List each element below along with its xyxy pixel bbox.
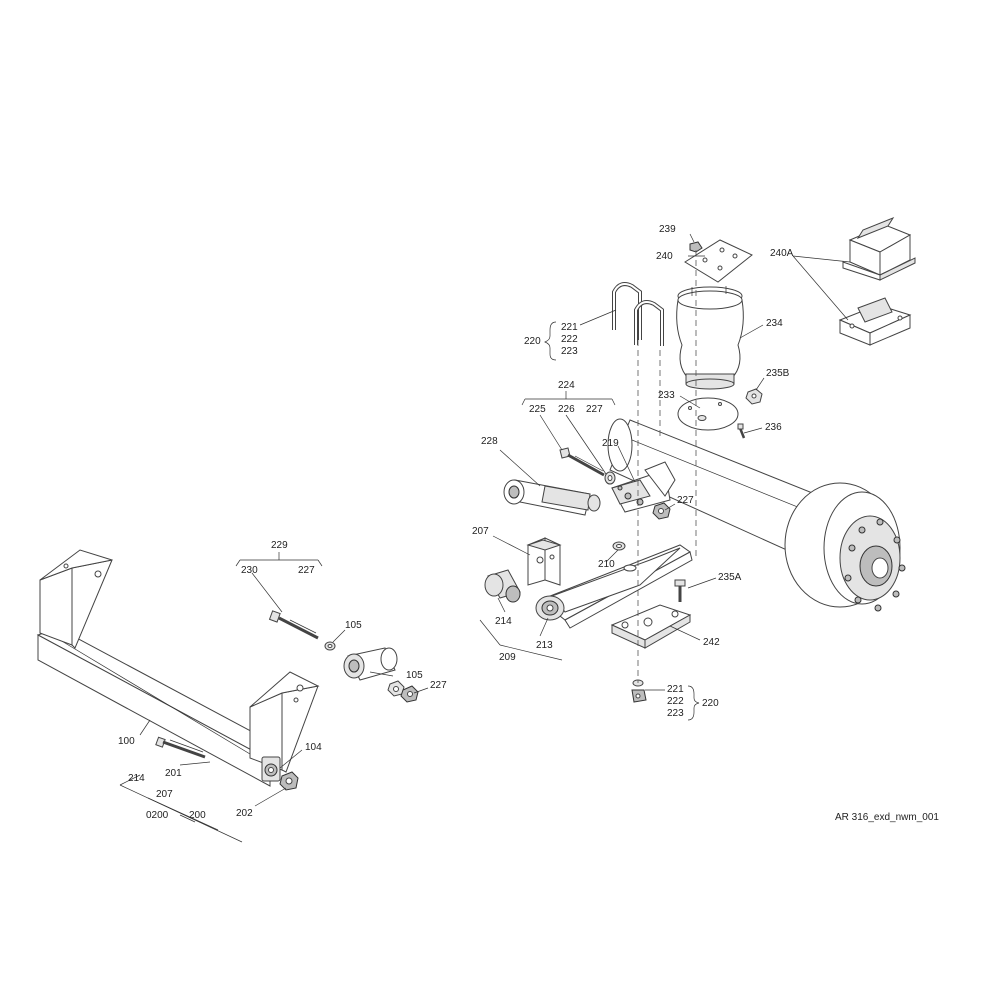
- bush-214-right: [484, 569, 521, 603]
- bolt-236: [737, 423, 746, 439]
- washer-226: [604, 471, 616, 485]
- label-240: 240: [656, 251, 673, 262]
- bracket-240a-lower: [838, 297, 912, 346]
- bracket-207: [526, 537, 562, 586]
- axle-beam: [607, 418, 821, 557]
- label-230: 230: [241, 565, 258, 576]
- brake-drum-hub: [784, 482, 906, 612]
- bush-214-left: [343, 647, 398, 681]
- label-227: 227: [586, 404, 603, 415]
- air-spring-234: [676, 286, 744, 390]
- label-105: 105: [345, 620, 362, 631]
- label-227: 227: [677, 495, 694, 506]
- nuts-222-223: [631, 679, 647, 703]
- label-234: 234: [766, 318, 783, 329]
- label-202: 202: [236, 808, 253, 819]
- nut-202: [279, 771, 299, 791]
- label-240a: 240A: [770, 248, 794, 259]
- label-239: 239: [659, 224, 676, 235]
- nut-235b: [745, 388, 763, 405]
- label-222: 222: [561, 334, 578, 345]
- bolt-201: [155, 736, 206, 759]
- label-213: 213: [536, 640, 553, 651]
- bracket-240a-upper: [842, 216, 916, 281]
- label-224: 224: [558, 380, 575, 391]
- leader-lines: [119, 233, 851, 843]
- label-207: 207: [156, 789, 173, 800]
- label-214: 214: [495, 616, 512, 627]
- label-242: 242: [703, 637, 720, 648]
- bracket-219: [611, 461, 676, 513]
- label-228: 228: [481, 436, 498, 447]
- bolt-230: [268, 610, 319, 640]
- label-236: 236: [765, 422, 782, 433]
- label-105: 105: [406, 670, 423, 681]
- shock-absorber-228: [503, 479, 601, 516]
- label-104: 104: [305, 742, 322, 753]
- label-226: 226: [558, 404, 575, 415]
- label-221: 221: [667, 684, 684, 695]
- label-235b: 235B: [766, 368, 790, 379]
- label-0200: 0200: [146, 810, 169, 821]
- trailing-arm-213: [535, 544, 693, 629]
- base-plate-233: [677, 397, 739, 431]
- bolt-225: [559, 447, 605, 477]
- label-220: 220: [524, 336, 541, 347]
- top-plate-240: [684, 239, 753, 283]
- label-227: 227: [430, 680, 447, 691]
- label-214: 214: [128, 773, 145, 784]
- frame-bracket-100: [36, 549, 320, 787]
- label-220: 220: [702, 698, 719, 709]
- bolt-235a: [674, 579, 686, 602]
- label-227: 227: [298, 565, 315, 576]
- label-229: 229: [271, 540, 288, 551]
- label-235a: 235A: [718, 572, 742, 583]
- label-225: 225: [529, 404, 546, 415]
- assembly-centerlines: [637, 250, 697, 683]
- label-207: 207: [472, 526, 489, 537]
- u-bolts-221: [612, 282, 664, 346]
- label-209: 209: [499, 652, 516, 663]
- nut-227-right: [652, 502, 671, 520]
- label-219: 219: [602, 438, 619, 449]
- part-labels: 229 230 227 105 105 227 100 104 201 214 …: [118, 224, 939, 823]
- label-222: 222: [667, 696, 684, 707]
- label-200: 200: [189, 810, 206, 821]
- cap-239: [689, 241, 703, 253]
- label-223: 223: [561, 346, 578, 357]
- label-100: 100: [118, 736, 135, 747]
- washer-210: [612, 541, 626, 551]
- label-201: 201: [165, 768, 182, 779]
- washer-105-upper: [324, 641, 336, 651]
- nut-227-left: [400, 685, 419, 703]
- axle-seat-242: [610, 604, 692, 649]
- label-233: 233: [658, 390, 675, 401]
- label-221: 221: [561, 322, 578, 333]
- label-210: 210: [598, 559, 615, 570]
- label-223: 223: [667, 708, 684, 719]
- drawing-reference: AR 316_exd_nwm_001: [835, 812, 939, 823]
